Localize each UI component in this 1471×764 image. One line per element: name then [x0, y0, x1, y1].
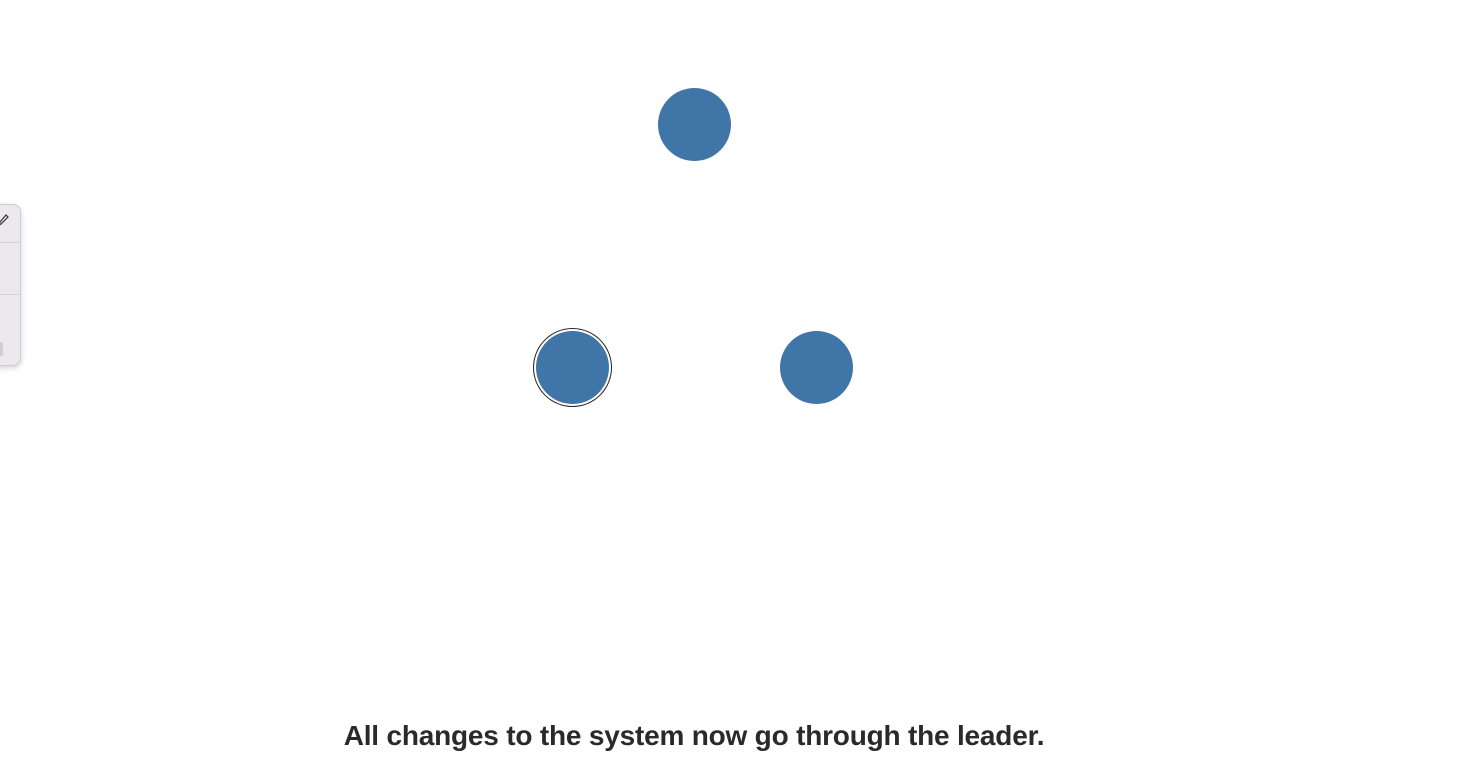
pencil-icon[interactable]: [0, 213, 9, 227]
node-right[interactable]: [780, 331, 853, 404]
panel-divider: [0, 294, 20, 295]
side-toolbar-panel[interactable]: [0, 204, 21, 366]
node-left-selected[interactable]: [536, 331, 609, 404]
panel-button[interactable]: [0, 342, 3, 356]
node-top[interactable]: [658, 88, 731, 161]
panel-divider: [0, 242, 20, 243]
caption-text: All changes to the system now go through…: [343, 720, 1045, 751]
